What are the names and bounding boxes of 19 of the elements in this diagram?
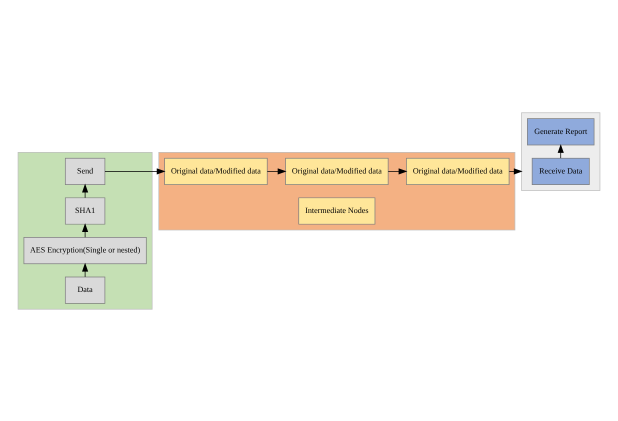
cluster [18,152,153,310]
arrow [82,183,88,198]
arrow [266,168,286,174]
node-box: Receive Data [532,157,590,184]
node-box: Original data/Modified data [285,157,389,184]
node-box: Intermediate Nodes [298,196,376,224]
arrow [104,168,166,174]
node-box: SHA1 [64,196,106,224]
arrow [82,262,88,277]
node-box: Original data/Modified data [406,157,510,184]
node-box: Generate Report [527,118,594,145]
arrow [508,168,523,174]
node-box: Send [64,157,106,184]
node-box: Data [64,276,106,304]
node-box: Original data/Modified data [164,157,268,184]
cluster [521,112,600,190]
arrow [82,222,88,238]
arrow [388,168,408,174]
node-box: AES Encryption(Single or nested) [24,236,147,264]
